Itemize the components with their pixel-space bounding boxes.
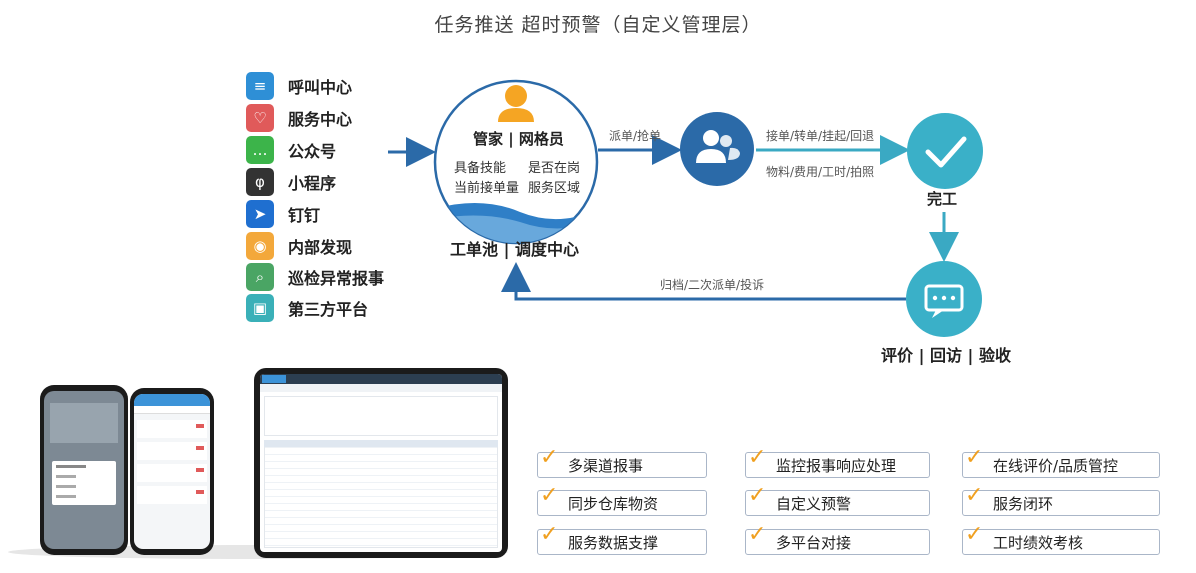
feature-item: ✓ 自定义预警 [745, 483, 930, 516]
checkmark-icon: ✓ [965, 522, 984, 547]
return-arrow [501, 262, 906, 301]
feature-label: 工时绩效考核 [993, 533, 1084, 552]
dingtalk-icon: ➤ [246, 200, 274, 228]
feedback-label: 归档/二次派单/投诉 [660, 278, 765, 292]
feature-label: 自定义预警 [776, 494, 852, 513]
phone-mockup-2 [130, 388, 214, 555]
check-icon [925, 136, 967, 168]
evaluate-node [906, 261, 982, 337]
pool-label: 工单池 | 调度中心 [450, 240, 579, 259]
channel-item: ▣ 第三方平台 [246, 294, 368, 322]
channel-label: 呼叫中心 [288, 78, 353, 97]
pool-attr-4: 服务区域 [528, 181, 581, 196]
heart-icon: ♡ [246, 104, 274, 132]
feature-item: ✓ 多渠道报事 [537, 445, 707, 478]
channel-label: 服务中心 [288, 110, 353, 129]
feature-label: 同步仓库物资 [568, 494, 659, 513]
channel-item: φ 小程序 [246, 168, 336, 196]
channel-label: 钉钉 [288, 206, 321, 225]
channel-item: ≡ 呼叫中心 [246, 72, 352, 100]
third-party-icon: ▣ [246, 294, 274, 322]
complete-label: 完工 [927, 190, 958, 208]
feature-item: ✓ 同步仓库物资 [537, 483, 707, 516]
feature-item: ✓ 多平台对接 [745, 522, 930, 555]
pool-attr-1: 具备技能 [454, 161, 507, 176]
channel-item: ➤ 钉钉 [246, 200, 320, 228]
team-icon [696, 130, 740, 163]
mini-program-icon: φ [246, 168, 274, 196]
channel-label: 第三方平台 [288, 300, 369, 319]
eye-icon: ◉ [246, 232, 274, 260]
complete-node [907, 113, 983, 189]
actions-top-label: 接单/转单/挂起/回退 [766, 129, 875, 143]
feature-item: ✓ 服务数据支撑 [537, 522, 707, 555]
feature-label: 多渠道报事 [568, 456, 644, 475]
checkmark-icon: ✓ [540, 522, 559, 547]
wechat-icon: … [246, 136, 274, 164]
checkmark-icon: ✓ [540, 483, 559, 508]
feature-label: 监控报事响应处理 [776, 456, 897, 475]
feature-label: 多平台对接 [776, 533, 852, 552]
checkmark-icon: ✓ [748, 483, 767, 508]
person-icon [498, 85, 534, 122]
feature-label: 服务数据支撑 [568, 533, 659, 552]
pool-attr-3: 当前接单量 [454, 181, 520, 196]
dispatch-label: 派单/抢单 [609, 129, 662, 143]
evaluate-label: 评价 | 回访 | 验收 [881, 346, 1011, 365]
phone-mockup-1 [40, 385, 128, 555]
channel-item: ♡ 服务中心 [246, 104, 352, 132]
channel-label: 巡检异常报事 [288, 269, 385, 288]
feature-label: 服务闭环 [993, 494, 1054, 513]
inspection-icon: ⌕ [246, 263, 274, 291]
channel-item: … 公众号 [246, 136, 336, 164]
channel-item: ◉ 内部发现 [246, 232, 352, 260]
feature-item: ✓ 服务闭环 [962, 483, 1160, 516]
team-node [680, 112, 754, 186]
checkmark-icon: ✓ [965, 483, 984, 508]
channel-item: ⌕ 巡检异常报事 [246, 263, 384, 291]
phone-wave-icon: ≡ [246, 72, 274, 100]
checkmark-icon: ✓ [748, 445, 767, 470]
checkmark-icon: ✓ [540, 445, 559, 470]
channel-label: 内部发现 [288, 238, 353, 257]
feature-label: 在线评价/品质管控 [993, 456, 1119, 475]
pool-role: 管家 | 网格员 [473, 130, 564, 148]
channel-label: 小程序 [288, 174, 337, 193]
page-title: 任务推送 超时预警（自定义管理层） [434, 14, 762, 36]
checkmark-icon: ✓ [748, 522, 767, 547]
pool-attr-2: 是否在岗 [528, 161, 581, 176]
feature-item: ✓ 监控报事响应处理 [745, 445, 930, 478]
feature-item: ✓ 工时绩效考核 [962, 522, 1160, 555]
checkmark-icon: ✓ [965, 445, 984, 470]
actions-bottom-label: 物料/费用/工时/拍照 [766, 165, 875, 179]
tablet-mockup [254, 368, 508, 558]
channel-label: 公众号 [288, 142, 337, 161]
feature-item: ✓ 在线评价/品质管控 [962, 445, 1160, 478]
